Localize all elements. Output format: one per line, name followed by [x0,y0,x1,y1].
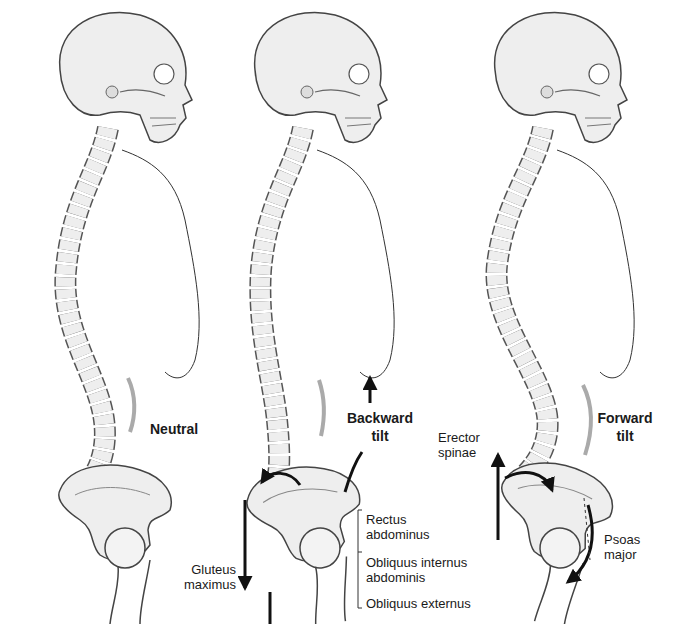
muscle-label: Rectus abdominus [366,512,444,542]
muscle-bracket [358,510,362,608]
muscle-label: Gluteus maximus [168,562,236,592]
muscle-label: Obliquus externus [366,596,484,611]
tilt-label: Neutral [150,420,198,438]
muscle-arrows [245,378,592,624]
tilt-label: Forward tilt [590,409,660,445]
neutral-figure [59,12,199,624]
muscle-label: Obliquus internus abdominis [366,555,484,585]
tilt-label: Backward tilt [340,409,420,445]
muscle-label: Psoas major [604,532,662,562]
muscle-label: Erector spinae [438,430,494,460]
